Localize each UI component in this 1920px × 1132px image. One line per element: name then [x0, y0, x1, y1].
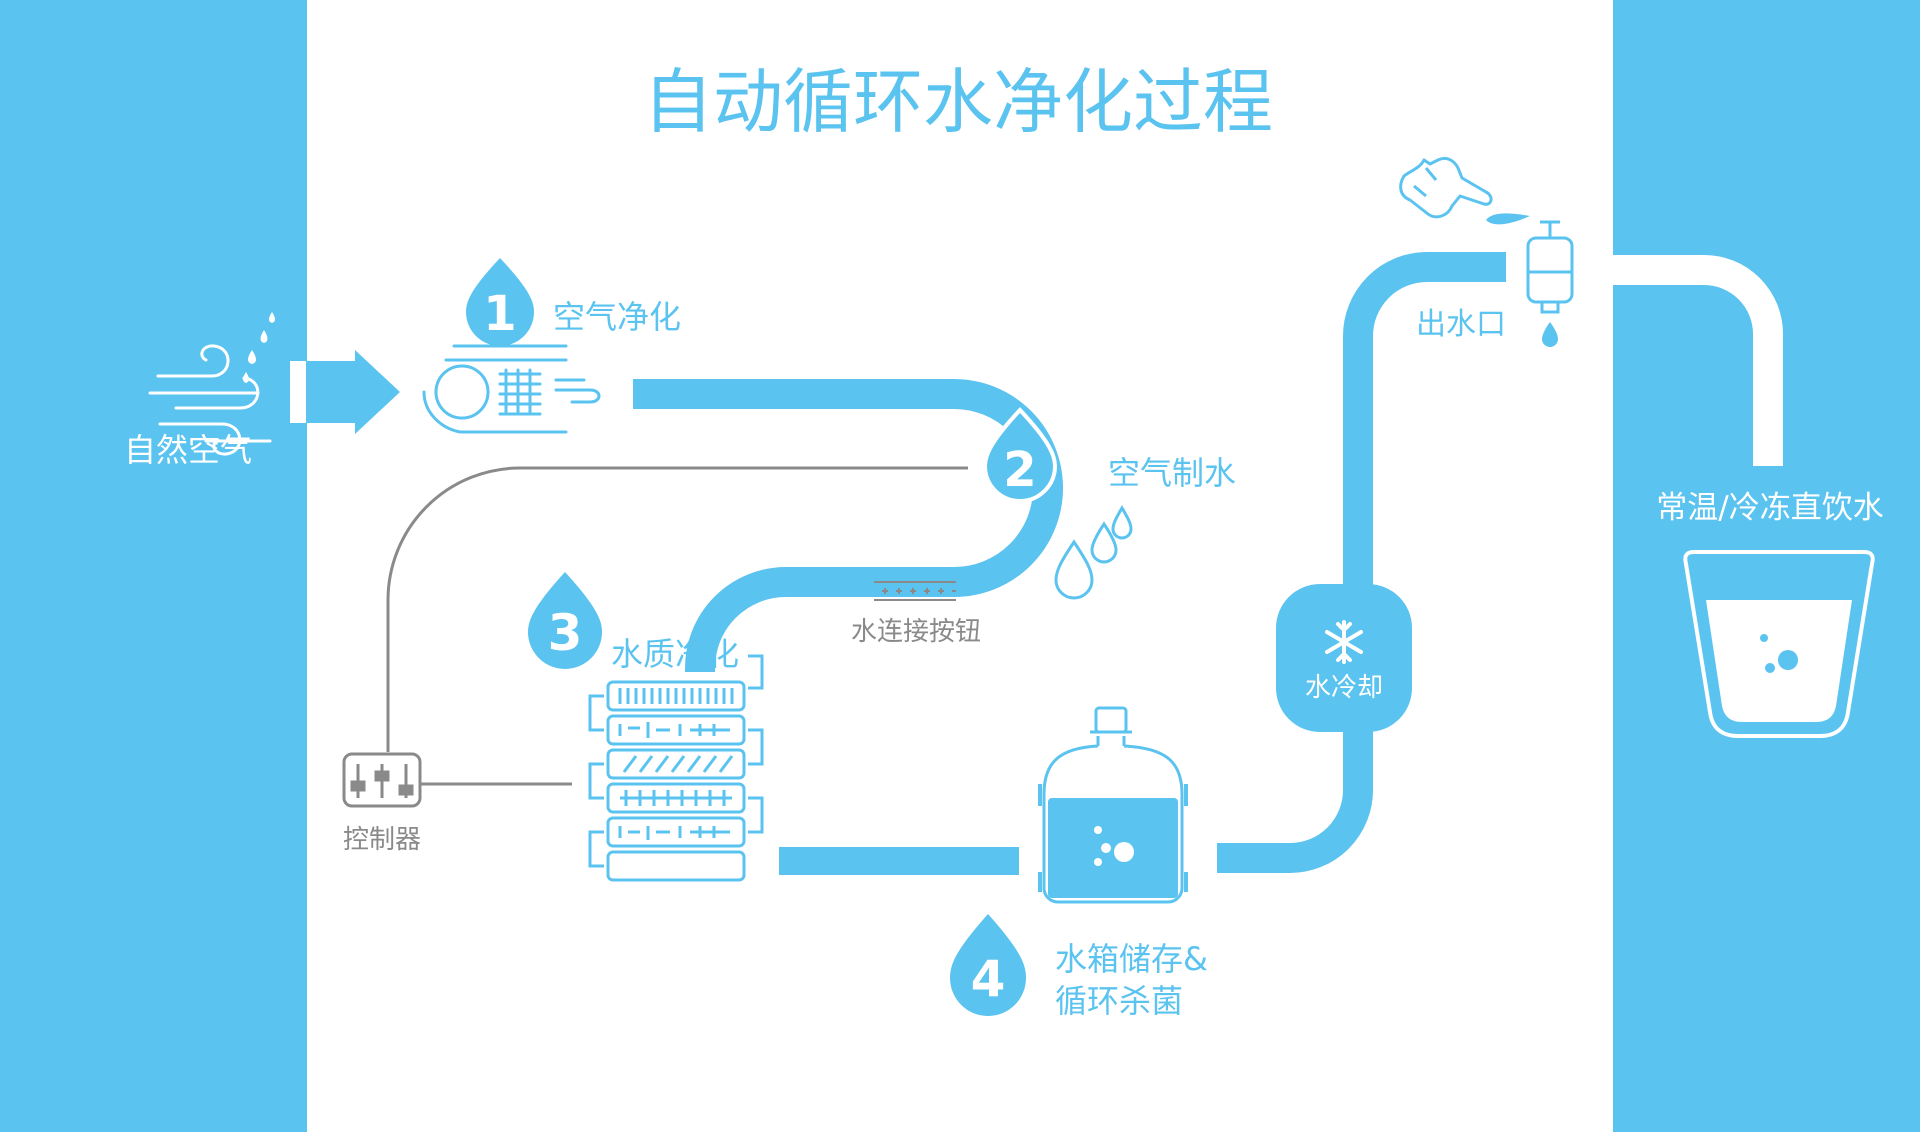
air-drops-icon — [243, 312, 275, 383]
faucet-icon — [1486, 213, 1574, 347]
control-wire-top — [386, 466, 968, 752]
pipe-filter-to-tank — [779, 847, 1019, 875]
filter-stack-icon — [588, 654, 764, 882]
pipe-to-glass — [1613, 255, 1783, 466]
step-2-label: 空气制水 — [1108, 454, 1236, 492]
controller-label: 控制器 — [343, 825, 421, 855]
water-outlet-label: 出水口 — [1416, 307, 1506, 342]
water-cooling-label: 水冷却 — [1305, 673, 1383, 703]
step-2-number: 2 — [1003, 442, 1036, 498]
arrow-right-icon — [307, 350, 400, 434]
step-3-number: 3 — [548, 604, 583, 662]
air-purifier-icon — [422, 344, 601, 434]
step-1-number: 1 — [483, 286, 516, 342]
step-4-label-line2: 循环杀菌 — [1055, 982, 1183, 1020]
pipe-air-to-water — [633, 379, 1063, 672]
hand-pointer-icon — [1399, 156, 1493, 219]
drink-water-label: 常温/冷冻直饮水 — [1656, 490, 1883, 526]
step-4-label-line1: 水箱储存& — [1055, 940, 1208, 978]
water-connect-button-label: 水连接按钮 — [851, 617, 981, 647]
step-1-label: 空气净化 — [553, 298, 681, 336]
natural-air-label: 自然空气 — [124, 431, 252, 469]
arrow-tail — [290, 361, 306, 423]
controller-icon — [342, 752, 422, 808]
water-glass-icon — [1683, 550, 1875, 738]
condensation-drops-icon — [1054, 505, 1133, 600]
page-title: 自动循环水净化过程 — [643, 61, 1273, 143]
wind-icon — [148, 344, 272, 456]
step-3-label: 水质净化 — [611, 635, 739, 673]
water-button-icon — [874, 581, 956, 601]
left-panel — [0, 0, 307, 1132]
right-panel — [1613, 0, 1920, 1132]
pipe-tank-to-outlet — [1217, 252, 1506, 873]
snowflake-icon — [1325, 620, 1363, 664]
step-4-drop: 4 — [950, 914, 1026, 1016]
water-tank-icon — [1038, 706, 1188, 904]
step-2-drop: 2 — [982, 407, 1058, 503]
step-1-drop: 1 — [466, 258, 534, 346]
step-3-drop: 3 — [528, 572, 602, 669]
step-4-number: 4 — [971, 950, 1006, 1008]
